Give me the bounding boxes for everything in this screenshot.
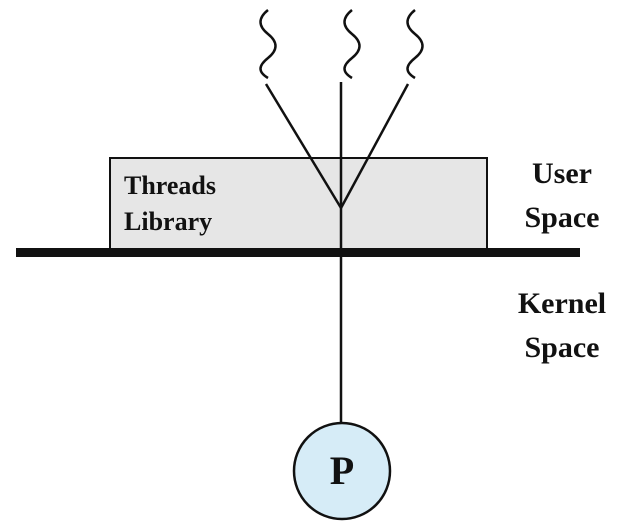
kernel-space-line-1: Kernel [517,287,607,320]
user-thread-3 [406,9,424,80]
process-label: P [329,448,355,493]
process-circle [292,421,392,521]
threads-library-label: Threads Library [124,168,216,240]
thread-line-left [264,83,343,209]
user-space-line-2: Space [524,201,600,234]
user-thread-1 [259,9,277,80]
thread-line-right [339,83,410,209]
threads-library-line-2: Library [124,207,213,236]
threads-library-box [109,157,488,252]
threads-library-line-1: Threads [124,171,216,200]
kernel-space-line-2: Space [524,331,600,364]
user-kernel-boundary [16,248,580,257]
kernel-space-label: Kernel Space [505,282,619,370]
user-space-line-1: User [532,157,592,190]
user-thread-2 [343,9,361,80]
user-space-label: User Space [510,152,614,240]
